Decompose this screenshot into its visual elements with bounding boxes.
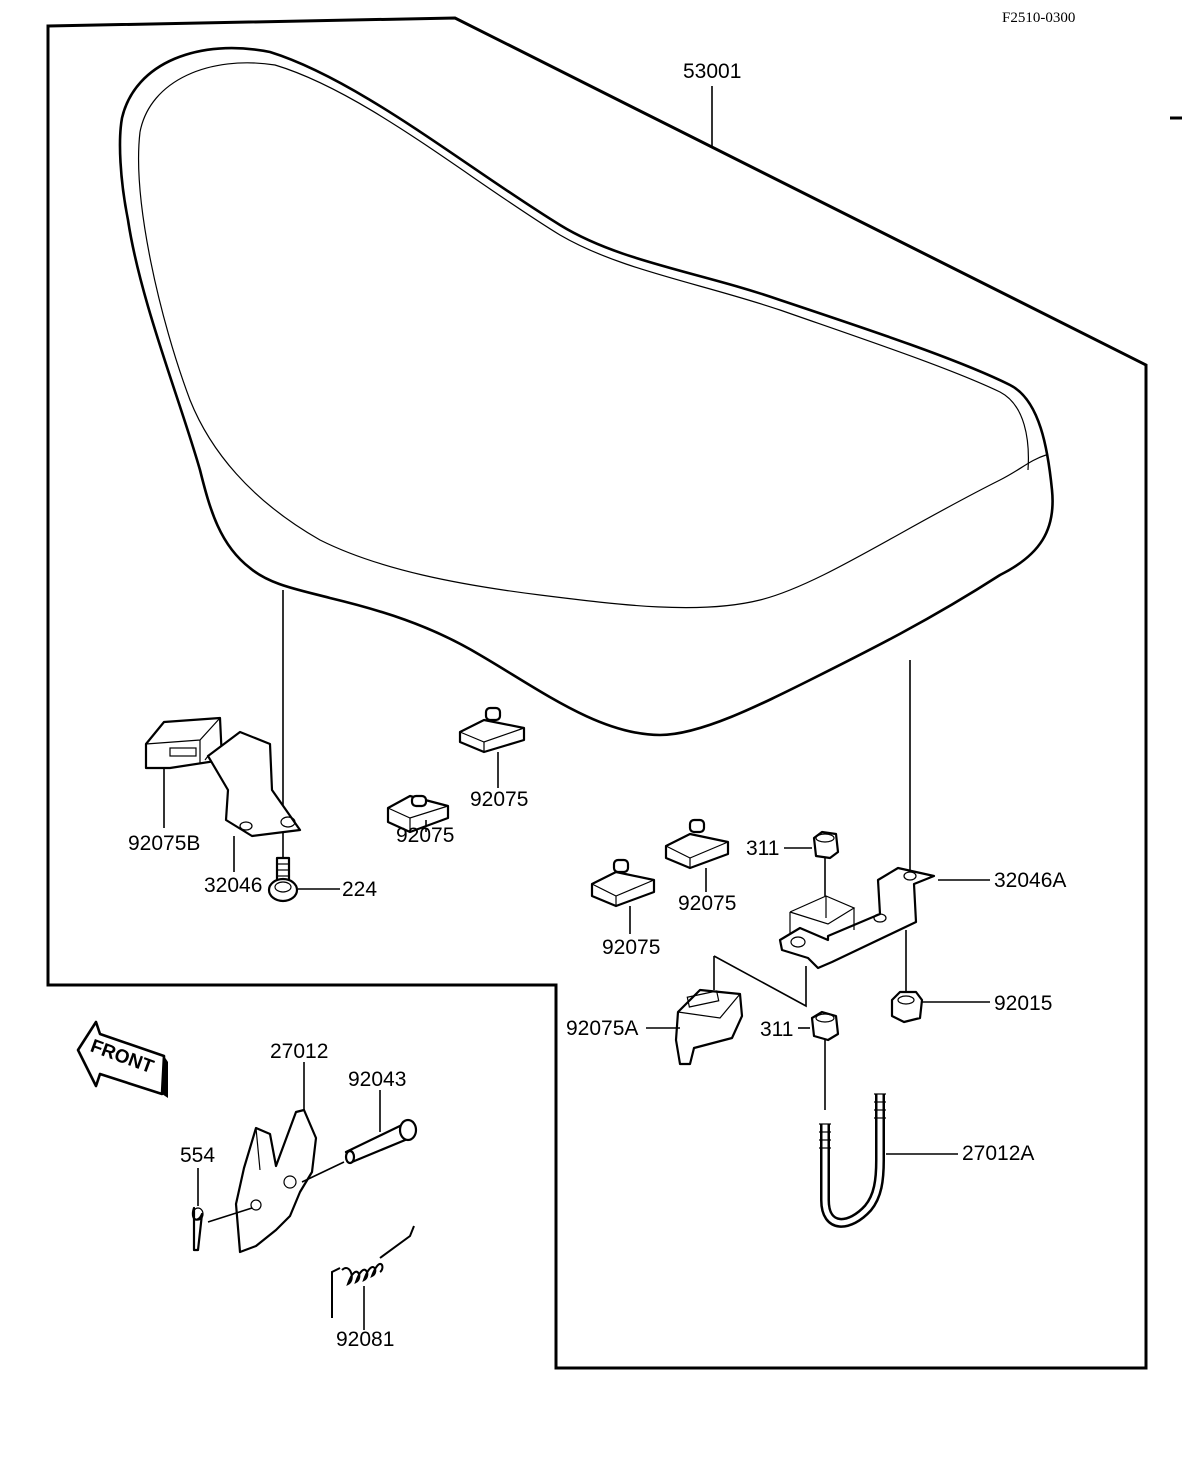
label-32046A: 32046A [994,869,1066,892]
part-32046-bracket [204,730,302,838]
label-27012: 27012 [270,1040,328,1063]
part-92043-pin [344,1118,418,1165]
label-92015: 92015 [994,992,1052,1015]
label-92081: 92081 [336,1328,394,1351]
part-27012-latch [234,1108,318,1254]
label-92075-b: 92075 [470,788,528,811]
label-92075B: 92075B [128,832,200,855]
frame-border [46,16,1148,1370]
seat-53001 [118,46,1054,737]
part-554-cotter-pin [191,1206,204,1252]
label-92075-c: 92075 [602,936,660,959]
label-311-bottom: 311 [760,1018,793,1041]
label-224: 224 [342,878,377,901]
label-554: 554 [180,1144,215,1167]
part-92075-pad-a [386,794,450,834]
part-92015-nut [890,990,924,1024]
part-32046A-bracket [778,866,936,970]
part-92075-pad-b [458,706,526,754]
part-92075A [674,988,744,1066]
front-arrow-icon: FRONT [76,1020,168,1098]
part-224-bolt [267,856,299,903]
label-27012A: 27012A [962,1142,1034,1165]
label-53001: 53001 [683,60,741,83]
label-92043: 92043 [348,1068,406,1091]
part-311-nut-top [812,830,840,860]
part-92075-pad-c [590,858,656,908]
part-92081-spring [331,1225,415,1318]
label-32046: 32046 [204,874,262,897]
diagram-code: F2510-0300 [1002,10,1075,26]
label-311-top: 311 [746,837,779,860]
part-311-nut-bottom [810,1010,840,1042]
label-92075A: 92075A [566,1017,638,1040]
part-27012A-ubolt [819,1093,886,1228]
label-92075-d: 92075 [678,892,736,915]
part-92075-pad-d [664,818,730,870]
label-92075-a: 92075 [396,824,454,847]
